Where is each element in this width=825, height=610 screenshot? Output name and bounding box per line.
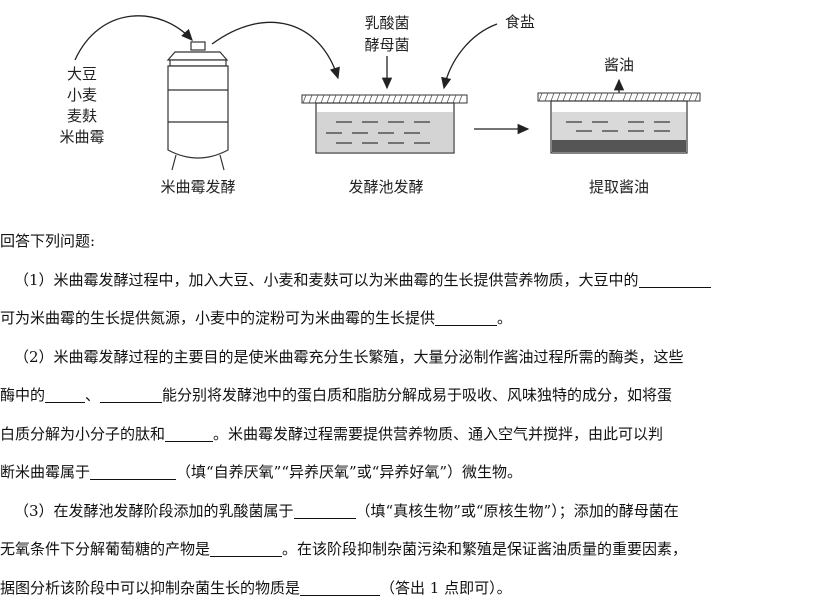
- question-text: 回答下列问题: （1）米曲霉发酵过程中，加入大豆、小麦和麦麸可以为米曲霉的生长提…: [0, 222, 825, 607]
- arrow-materials-to-tank: [74, 15, 193, 61]
- q2-text-c: 白质分解为小分子的肽和: [0, 424, 166, 443]
- stage2-label: 发酵池发酵: [348, 178, 423, 196]
- q3-line-2: 无氧条件下分解葡萄糖的产物是 。在该阶段抑制杂菌污染和繁殖是保证酱油质量的重要因素…: [0, 530, 825, 569]
- svg-text:大豆: 大豆: [67, 65, 97, 83]
- arrow-salt-to-pool: [441, 23, 498, 90]
- q3-line-3: 据图分析该阶段中可以抑制杂菌生长的物质是 （答出 1 点即可）。: [0, 569, 825, 608]
- yeast-label: 酵母菌: [364, 36, 409, 54]
- answer-blank-q2-1[interactable]: [45, 384, 86, 403]
- svg-text:麦麸: 麦麸: [67, 107, 97, 125]
- q2-text-b2: 、: [85, 386, 101, 404]
- answer-blank-q3-3[interactable]: [300, 577, 381, 596]
- q1-text-b: 可为米曲霉的生长提供氮源，小麦中的淀粉可为米曲霉的生长提供: [0, 309, 436, 327]
- question-intro: 回答下列问题:: [0, 222, 825, 261]
- answer-blank-q2-2[interactable]: [100, 384, 163, 403]
- lactic-acid-bacteria-label: 乳酸菌: [364, 14, 409, 32]
- q2-line-1: （2）米曲霉发酵过程的主要目的是使米曲霉充分生长繁殖，大量分泌制作酱油过程所需的…: [0, 338, 825, 377]
- q2-text-a: （2）米曲霉发酵过程的主要目的是使米曲霉充分生长繁殖，大量分泌制作酱油过程所需的…: [14, 347, 684, 366]
- answer-blank-q1-1[interactable]: [638, 269, 711, 288]
- arrow-tank-to-pool: [211, 21, 340, 80]
- stage1-label: 米曲霉发酵: [160, 178, 235, 196]
- q1-line-1: （1）米曲霉发酵过程中，加入大豆、小麦和麦麸可以为米曲霉的生长提供营养物质，大豆…: [0, 261, 825, 300]
- soy-sauce-label: 酱油: [604, 56, 634, 74]
- salt-label: 食盐: [505, 13, 535, 31]
- q2-line-2: 酶中的 、 能分别将发酵池中的蛋白质和脂肪分解成易于吸收、风味独特的成分，如将蛋: [0, 376, 825, 415]
- extraction-pool-icon: [537, 92, 701, 154]
- answer-blank-q3-1[interactable]: [293, 500, 356, 519]
- q1-line-2: 可为米曲霉的生长提供氮源，小麦中的淀粉可为米曲霉的生长提供 。: [0, 299, 825, 338]
- q2-line-3: 白质分解为小分子的肽和 。米曲霉发酵过程需要提供营养物质、通入空气并搅拌，由此可以…: [0, 415, 825, 454]
- answer-blank-q2-4[interactable]: [90, 461, 177, 480]
- answer-blank-q1-2[interactable]: [435, 307, 498, 326]
- q3-text-c: 据图分析该阶段中可以抑制杂菌生长的物质是: [0, 578, 301, 597]
- koji-tank-icon: [166, 41, 229, 171]
- q2-text-c2: 。米曲霉发酵过程需要提供营养物质、通入空气并搅拌，由此可以判: [213, 424, 664, 443]
- q1-text-c: 。: [497, 309, 513, 327]
- q3-line-1: （3）在发酵池发酵阶段添加的乳酸菌属于 （填“真核生物”或“原核生物”）；添加的酵…: [0, 492, 825, 531]
- answer-blank-q2-3[interactable]: [165, 423, 214, 442]
- raw-materials-label: 大豆 小麦 麦麸 米曲霉: [59, 65, 104, 146]
- q3-text-b: 无氧条件下分解葡萄糖的产物是: [0, 540, 211, 558]
- intro-text: 回答下列问题:: [0, 232, 96, 250]
- q3-text-a: （3）在发酵池发酵阶段添加的乳酸菌属于: [14, 501, 294, 520]
- q2-text-d2: （填“自养厌氧”“异养厌氧”或“异养好氧”）微生物。: [176, 463, 523, 481]
- q3-text-b2: 。在该阶段抑制杂菌污染和繁殖是保证酱油质量的重要因素，: [282, 540, 688, 558]
- q2-text-d: 断米曲霉属于: [0, 463, 91, 481]
- stage3-label: 提取酱油: [589, 178, 649, 196]
- svg-text:小麦: 小麦: [67, 86, 97, 104]
- q1-text-a: （1）米曲霉发酵过程中，加入大豆、小麦和麦麸可以为米曲霉的生长提供营养物质，大豆…: [14, 270, 639, 289]
- q3-text-a2: （填“真核生物”或“原核生物”）；添加的酵母菌在: [355, 501, 679, 520]
- process-diagram: 大豆 小麦 麦麸 米曲霉 米曲霉发酵 乳酸菌 酵母菌 食盐: [59, 13, 701, 196]
- q2-line-4: 断米曲霉属于 （填“自养厌氧”“异养厌氧”或“异养好氧”）微生物。: [0, 453, 825, 492]
- q2-text-b: 酶中的: [0, 386, 46, 404]
- answer-blank-q3-2[interactable]: [210, 538, 283, 557]
- fermentation-pool-icon: [301, 94, 468, 154]
- svg-text:米曲霉: 米曲霉: [59, 128, 104, 146]
- q3-text-c2: （答出 1 点即可）。: [380, 578, 512, 597]
- q2-text-b3: 能分别将发酵池中的蛋白质和脂肪分解成易于吸收、风味独特的成分，如将蛋: [162, 386, 673, 404]
